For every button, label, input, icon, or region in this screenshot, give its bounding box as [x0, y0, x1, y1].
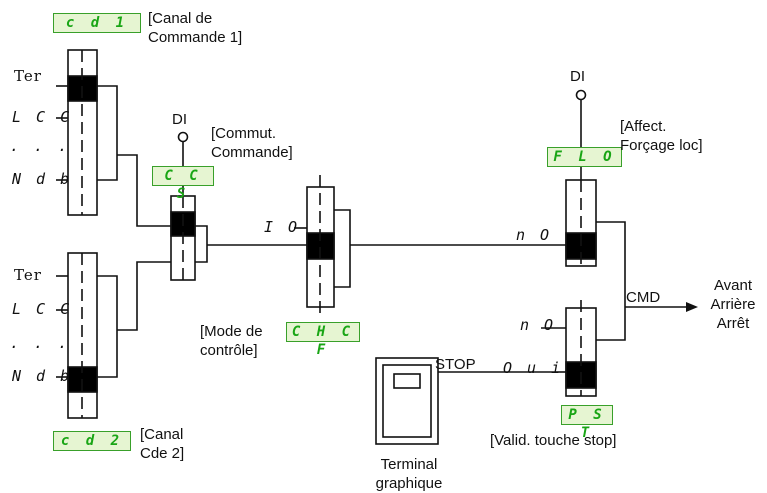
label-stop: STOP: [435, 356, 476, 373]
code-flo: F L O: [547, 147, 622, 167]
label-output: Avant Arrière Arrêt: [710, 277, 756, 332]
input-dots-1: . . .: [10, 137, 71, 155]
input-ter-2: Ter: [14, 266, 42, 284]
input-no-1: n O: [516, 226, 553, 244]
code-cd1: c d 1: [53, 13, 141, 33]
switch-pst: [541, 300, 597, 397]
input-lcc-2: L C C: [12, 300, 73, 318]
switch-ccs: [170, 142, 208, 281]
label-canal-1: [Canal de Commande 1]: [148, 10, 243, 46]
label-cmd: CMD: [626, 289, 661, 306]
input-ndb-2: N d b: [12, 367, 73, 385]
code-ccs: C C S: [152, 166, 214, 202]
label-mode: [Mode de contrôle]: [200, 323, 263, 359]
label-di-2: DI: [570, 68, 585, 85]
switch-cd1: [56, 49, 118, 216]
input-ndb-1: N d b: [12, 170, 73, 188]
label-terminal: Terminal graphique: [375, 456, 443, 492]
input-ter-1: Ter: [14, 67, 42, 85]
code-chcf: C H C F: [286, 322, 360, 358]
label-commut: [Commut. Commande]: [211, 125, 293, 161]
input-no-2: n O: [520, 316, 557, 334]
label-affect: [Affect. Forçage loc]: [620, 118, 703, 154]
code-cd2: c d 2: [53, 431, 131, 451]
label-di-1: DI: [172, 111, 187, 128]
terminal-graphique: [375, 357, 439, 445]
label-canal-2: [Canal Cde 2]: [140, 426, 185, 462]
input-oui: O u i: [503, 359, 564, 377]
input-dots-2: . . .: [10, 334, 71, 352]
switch-chcf: [294, 175, 351, 319]
switch-cd2: [56, 252, 118, 419]
input-io: I O: [264, 218, 301, 236]
switch-flo: [565, 100, 626, 341]
input-lcc-1: L C C: [12, 108, 73, 126]
code-pst: P S T: [561, 405, 613, 441]
label-valid: [Valid. touche stop]: [490, 432, 617, 449]
